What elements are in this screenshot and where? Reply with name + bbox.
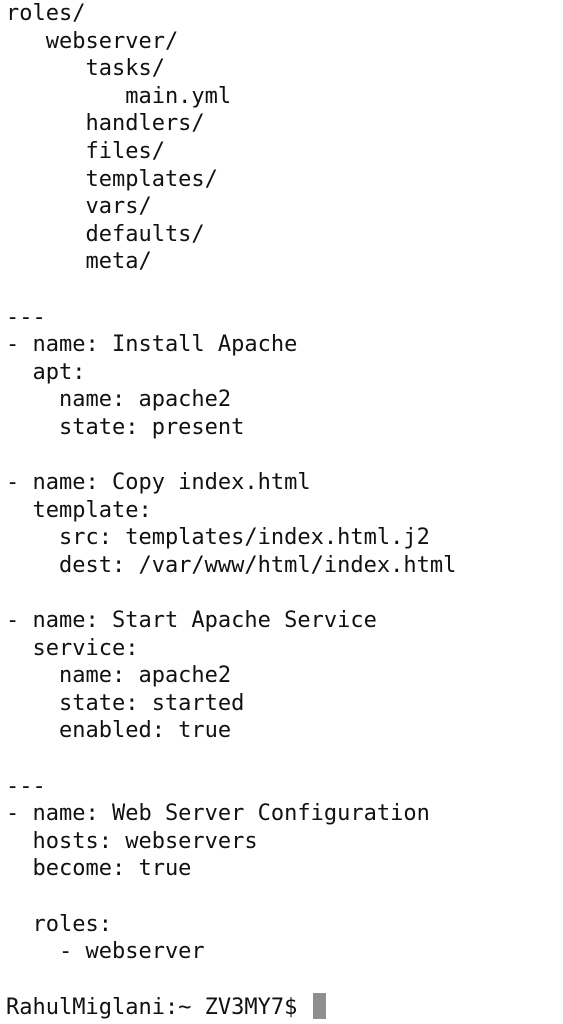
terminal-line: roles: xyxy=(6,911,112,937)
terminal-line: state: present xyxy=(6,414,245,440)
terminal-line: roles/ xyxy=(6,1,86,26)
text-cursor xyxy=(312,993,326,1019)
shell-prompt-line[interactable]: RahulMiglani:~ ZV3MY7$ xyxy=(6,993,326,1021)
terminal-line: --- xyxy=(6,773,46,799)
terminal-line: - name: Web Server Configuration xyxy=(6,801,430,827)
terminal-line: template: xyxy=(6,497,152,523)
terminal-line: tasks/ xyxy=(6,56,165,82)
terminal-line: name: apache2 xyxy=(6,387,232,413)
terminal-line: --- xyxy=(6,304,46,330)
terminal-line xyxy=(6,442,562,470)
terminal-line: vars/ xyxy=(6,194,152,220)
terminal-output: roles/ webserver/ tasks/ main.yml handle… xyxy=(6,0,562,966)
terminal-line xyxy=(6,745,562,773)
terminal-line: handlers/ xyxy=(6,111,205,137)
terminal-line: files/ xyxy=(6,138,165,164)
terminal-line: meta/ xyxy=(6,249,152,275)
terminal-line: - webserver xyxy=(6,939,205,965)
terminal-line: become: true xyxy=(6,856,192,882)
terminal-line: dest: /var/www/html/index.html xyxy=(6,552,457,578)
terminal-line: main.yml xyxy=(6,83,232,109)
terminal-line: - name: Install Apache xyxy=(6,332,298,358)
terminal-line: state: started xyxy=(6,690,245,716)
terminal-line: - name: Start Apache Service xyxy=(6,608,377,634)
terminal-line xyxy=(6,883,562,911)
terminal-line: name: apache2 xyxy=(6,663,232,689)
terminal-line: service: xyxy=(6,635,139,661)
terminal-line: - name: Copy index.html xyxy=(6,470,311,496)
shell-prompt: RahulMiglani:~ ZV3MY7$ xyxy=(6,995,311,1020)
terminal-line xyxy=(6,276,562,304)
terminal-line: enabled: true xyxy=(6,718,232,744)
terminal-line: src: templates/index.html.j2 xyxy=(6,525,430,551)
terminal-line: apt: xyxy=(6,359,86,385)
terminal-line xyxy=(6,579,562,607)
terminal-line: templates/ xyxy=(6,166,218,192)
terminal-line: hosts: webservers xyxy=(6,828,258,854)
terminal-line: webserver/ xyxy=(6,28,179,54)
terminal-line: defaults/ xyxy=(6,221,205,247)
